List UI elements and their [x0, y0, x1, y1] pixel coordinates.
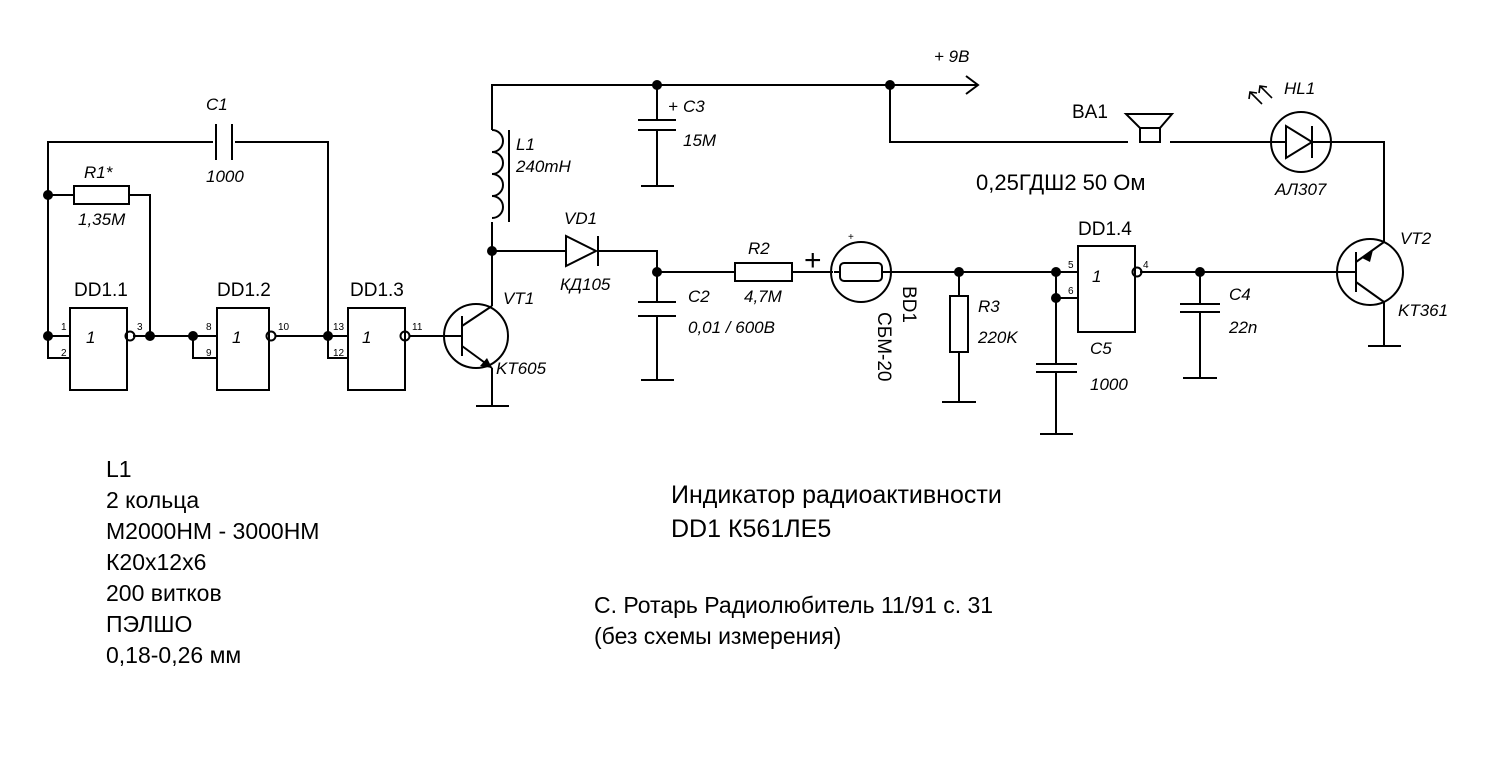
svg-text:DD1.3: DD1.3 — [350, 280, 404, 301]
svg-text:VT1: VT1 — [503, 289, 534, 308]
svg-text:5: 5 — [1068, 260, 1074, 271]
svg-text:R3: R3 — [978, 297, 1000, 316]
capacitor-c2: C2 0,01 / 600B — [638, 287, 775, 337]
transistor-vt2: VT2 KT361 — [1336, 229, 1448, 320]
source-citation: С. Ротарь Радиолюбитель 11/91 с. 31 — [594, 592, 994, 618]
svg-text:R1*: R1* — [84, 163, 114, 182]
svg-text:9: 9 — [206, 348, 212, 359]
svg-text:VT2: VT2 — [1400, 229, 1432, 248]
coil-note-line: К20х12х6 — [106, 549, 207, 575]
svg-text:+ 9В: + 9В — [934, 47, 969, 66]
capacitor-c4: C4 22n — [1180, 285, 1257, 337]
resistor-r2: R2 4,7M — [734, 239, 793, 306]
svg-text:11: 11 — [412, 322, 423, 333]
svg-text:СБМ-20: СБМ-20 — [873, 312, 894, 381]
svg-text:1000: 1000 — [1090, 375, 1128, 394]
coil-note-line: ПЭЛШО — [106, 611, 193, 637]
svg-text:L1: L1 — [516, 135, 535, 154]
svg-text:АЛ307: АЛ307 — [1274, 180, 1327, 199]
source-remark: (без схемы измерения) — [594, 623, 842, 649]
inductor-l1: L1 240mH — [491, 129, 572, 222]
svg-text:BA1: BA1 — [1072, 102, 1108, 123]
svg-text:KT605: KT605 — [496, 359, 547, 378]
svg-text:DD1.4: DD1.4 — [1078, 219, 1132, 240]
junction-dots — [43, 80, 1205, 341]
title-notes: Индикатор радиоактивности DD1 К561ЛЕ5 — [671, 478, 1002, 546]
svg-text:КД105: КД105 — [560, 275, 611, 294]
svg-text:1: 1 — [1092, 267, 1101, 286]
coil-note-line: L1 — [106, 456, 132, 482]
capacitor-c3: + C3 15M — [638, 97, 717, 150]
diode-vd1: VD1 КД105 — [560, 209, 611, 294]
geiger-tube-bd1: + + BD1 СБМ-20 — [804, 232, 919, 381]
diagram-title: Индикатор радиоактивности — [671, 481, 1002, 509]
chip-type-note: DD1 К561ЛЕ5 — [671, 515, 832, 543]
gate-dd1-2: DD1.2 1 8 9 10 — [206, 280, 290, 391]
svg-text:+: + — [804, 244, 822, 277]
coil-notes: L1 2 кольца М2000НМ - 3000НМ К20х12х6 20… — [106, 454, 319, 671]
svg-text:13: 13 — [333, 322, 345, 333]
gate-dd1-4: DD1.4 1 5 6 4 — [1068, 219, 1149, 333]
svg-text:VD1: VD1 — [564, 209, 597, 228]
svg-text:BD1: BD1 — [898, 286, 919, 323]
svg-text:1: 1 — [61, 322, 67, 333]
svg-text:8: 8 — [206, 322, 212, 333]
supply-label: + 9В — [934, 47, 969, 66]
svg-text:12: 12 — [333, 348, 345, 359]
svg-text:22n: 22n — [1228, 318, 1257, 337]
coil-note-line: 200 витков — [106, 580, 222, 606]
svg-text:C2: C2 — [688, 287, 710, 306]
svg-text:6: 6 — [1068, 286, 1074, 297]
svg-text:15M: 15M — [683, 131, 717, 150]
svg-text:C5: C5 — [1090, 339, 1112, 358]
wires — [47, 75, 1401, 435]
svg-text:3: 3 — [137, 322, 143, 333]
capacitor-c1: C1 1000 — [206, 95, 244, 186]
resistor-r3: R3 220K — [949, 295, 1018, 353]
svg-text:1000: 1000 — [206, 167, 244, 186]
coil-note-line: 2 кольца — [106, 487, 200, 513]
svg-text:+: + — [848, 232, 854, 243]
svg-text:220K: 220K — [977, 328, 1018, 347]
svg-text:C3: C3 — [683, 97, 705, 116]
svg-text:R2: R2 — [748, 239, 770, 258]
svg-text:+: + — [668, 97, 678, 116]
svg-text:10: 10 — [278, 322, 290, 333]
gate-dd1-3: DD1.3 1 13 12 11 — [333, 280, 423, 391]
svg-text:1: 1 — [232, 328, 241, 347]
svg-text:2: 2 — [61, 348, 67, 359]
source-notes: С. Ротарь Радиолюбитель 11/91 с. 31 (без… — [594, 590, 993, 652]
svg-text:DD1.2: DD1.2 — [217, 280, 271, 301]
svg-text:4: 4 — [1143, 260, 1149, 271]
coil-note-line: 0,18-0,26 мм — [106, 642, 242, 668]
resistor-r1: R1* 1,35M — [73, 163, 130, 229]
svg-text:0,25ГДШ2 50 Ом: 0,25ГДШ2 50 Ом — [976, 170, 1146, 195]
svg-text:C1: C1 — [206, 95, 228, 114]
svg-text:DD1.1: DD1.1 — [74, 280, 128, 301]
svg-text:0,01 / 600B: 0,01 / 600B — [688, 318, 775, 337]
svg-text:240mH: 240mH — [515, 157, 572, 176]
speaker-ba1: BA1 0,25ГДШ2 50 Ом — [976, 102, 1175, 195]
svg-text:1,35M: 1,35M — [78, 210, 126, 229]
gate-dd1-1: DD1.1 1 1 2 3 — [61, 280, 143, 391]
svg-text:KT361: KT361 — [1398, 301, 1448, 320]
svg-text:1: 1 — [362, 328, 371, 347]
led-hl1: HL1 АЛ307 — [1248, 79, 1332, 199]
svg-text:C4: C4 — [1229, 285, 1251, 304]
svg-text:1: 1 — [86, 328, 95, 347]
capacitor-c5: C5 1000 — [1036, 339, 1128, 394]
svg-text:HL1: HL1 — [1284, 79, 1315, 98]
svg-text:4,7M: 4,7M — [744, 287, 783, 306]
coil-note-line: М2000НМ - 3000НМ — [106, 518, 320, 544]
transistor-vt1: VT1 KT605 — [443, 289, 547, 407]
